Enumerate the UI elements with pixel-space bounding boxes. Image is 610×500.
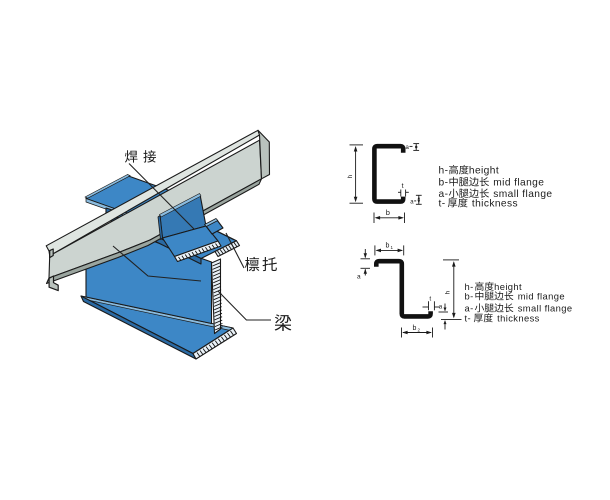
svg-text:b-: b- (465, 291, 474, 302)
svg-text:h-: h- (439, 166, 449, 177)
svg-text:a: a (357, 274, 361, 281)
svg-text:height: height (469, 166, 499, 177)
svg-text:height: height (494, 281, 522, 292)
svg-text:t: t (429, 296, 431, 303)
svg-text:h-: h- (465, 281, 474, 292)
svg-text:t-: t- (439, 199, 446, 210)
svg-text:small flange: small flange (518, 303, 573, 314)
svg-text:1: 1 (391, 245, 394, 250)
svg-text:b: b (386, 243, 390, 250)
svg-text:t-: t- (465, 313, 472, 324)
svg-text:b-: b- (439, 178, 449, 189)
svg-text:h: h (348, 175, 354, 179)
svg-text:a-: a- (465, 303, 474, 314)
svg-text:mid flange: mid flange (518, 291, 565, 302)
svg-text:b: b (386, 208, 391, 217)
svg-text:a-: a- (439, 189, 449, 200)
svg-text:thickness: thickness (472, 199, 518, 210)
svg-text:t: t (402, 183, 404, 190)
svg-text:a: a (406, 145, 410, 151)
svg-text:thickness: thickness (497, 313, 540, 324)
svg-text:small flange: small flange (493, 189, 552, 200)
svg-text:2: 2 (418, 328, 421, 333)
svg-text:b: b (413, 325, 417, 332)
svg-text:h: h (446, 291, 452, 295)
svg-text:a: a (410, 200, 414, 206)
svg-text:a: a (439, 305, 443, 311)
svg-text:mid flange: mid flange (493, 178, 544, 189)
